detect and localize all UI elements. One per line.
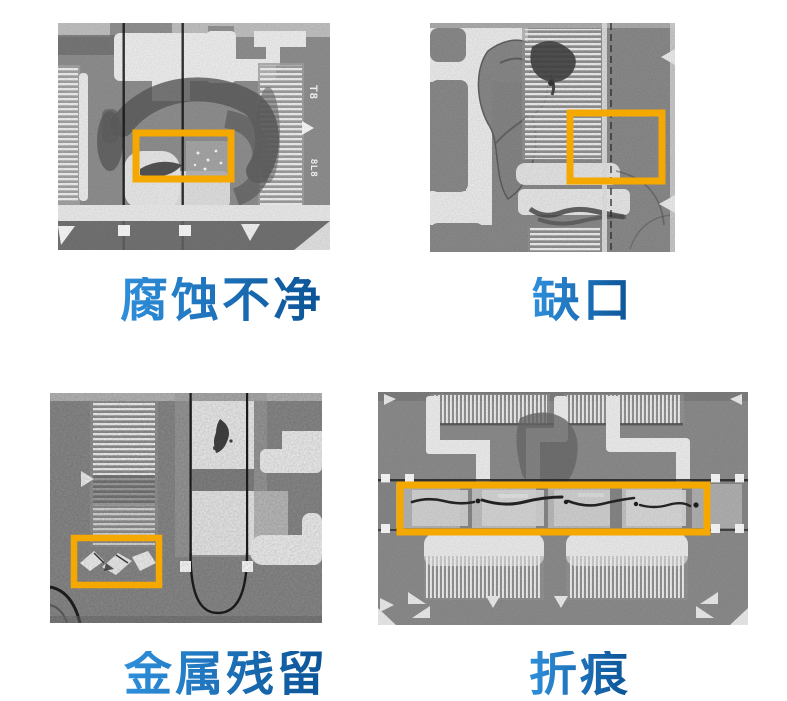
defect-image-metal-residue xyxy=(50,393,322,623)
defect-panel-crease xyxy=(378,392,748,625)
caption-etch-residue: 腐蚀不净 xyxy=(119,274,325,327)
caption-metal-residue: 金属残留 xyxy=(123,648,329,701)
defect-image-notch xyxy=(430,23,675,252)
defect-image-etch-residue: T8 8L8 xyxy=(58,23,330,250)
defect-highlight-box xyxy=(396,481,711,536)
defect-panel-notch xyxy=(430,23,675,252)
defect-highlight-box xyxy=(132,129,235,183)
defect-image-crease xyxy=(378,392,748,625)
caption-notch: 缺口 xyxy=(531,274,635,327)
defect-panel-metal-residue xyxy=(50,393,322,623)
defect-highlight-box xyxy=(70,534,163,589)
defect-panel-etch-residue: T8 8L8 xyxy=(58,23,330,250)
defect-highlight-box xyxy=(566,109,666,185)
caption-crease: 折痕 xyxy=(528,648,632,701)
